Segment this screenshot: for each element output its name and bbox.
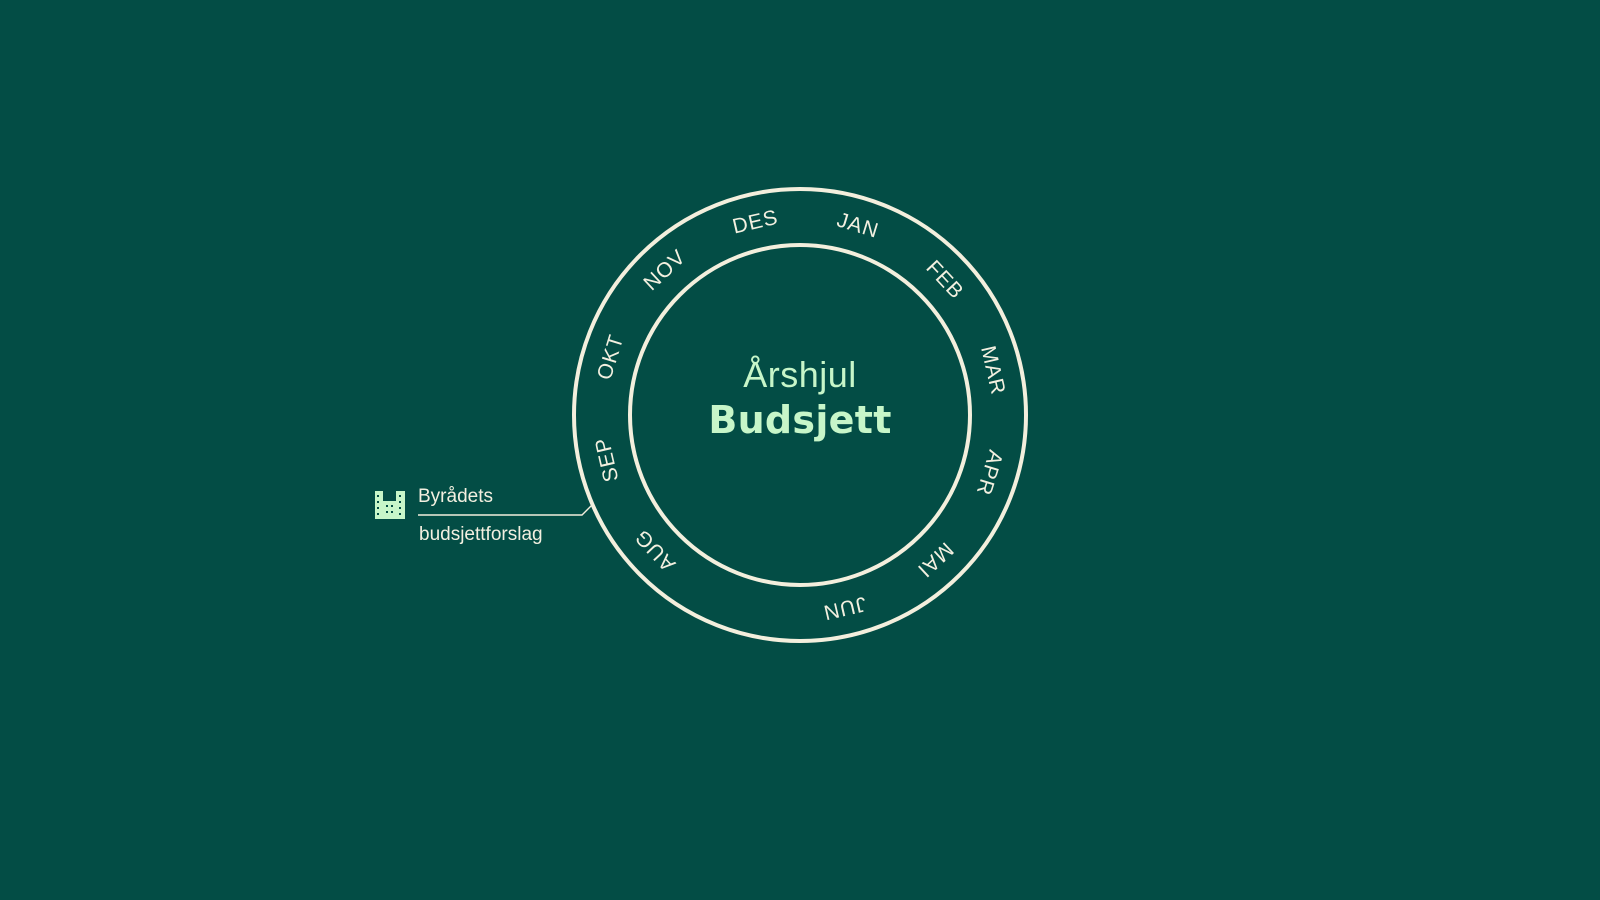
outer-ring: [572, 187, 1028, 643]
month-label-mar: MAR: [976, 344, 1010, 398]
callout-leader-line: [418, 504, 593, 516]
month-label-feb: FEB: [921, 256, 968, 304]
callout-label-line2: budsjettforslag: [419, 524, 543, 545]
month-label-apr: APR: [972, 447, 1007, 498]
inner-ring: [628, 243, 972, 587]
month-label-mai: MAI: [912, 538, 957, 582]
month-label-aug: AUG: [630, 524, 680, 575]
month-label-jun: JUN: [821, 592, 869, 624]
month-label-nov: NOV: [639, 245, 690, 295]
callout-label-line1: Byrådets: [418, 486, 493, 507]
month-label-sep: SEP: [591, 435, 624, 484]
wheel-title: Årshjul: [743, 354, 857, 395]
wheel-subtitle: Budsjett: [708, 398, 892, 442]
month-label-okt: OKT: [593, 332, 628, 383]
month-label-des: DES: [730, 206, 780, 239]
building-icon: [375, 491, 405, 519]
month-label-jan: JAN: [834, 208, 882, 242]
